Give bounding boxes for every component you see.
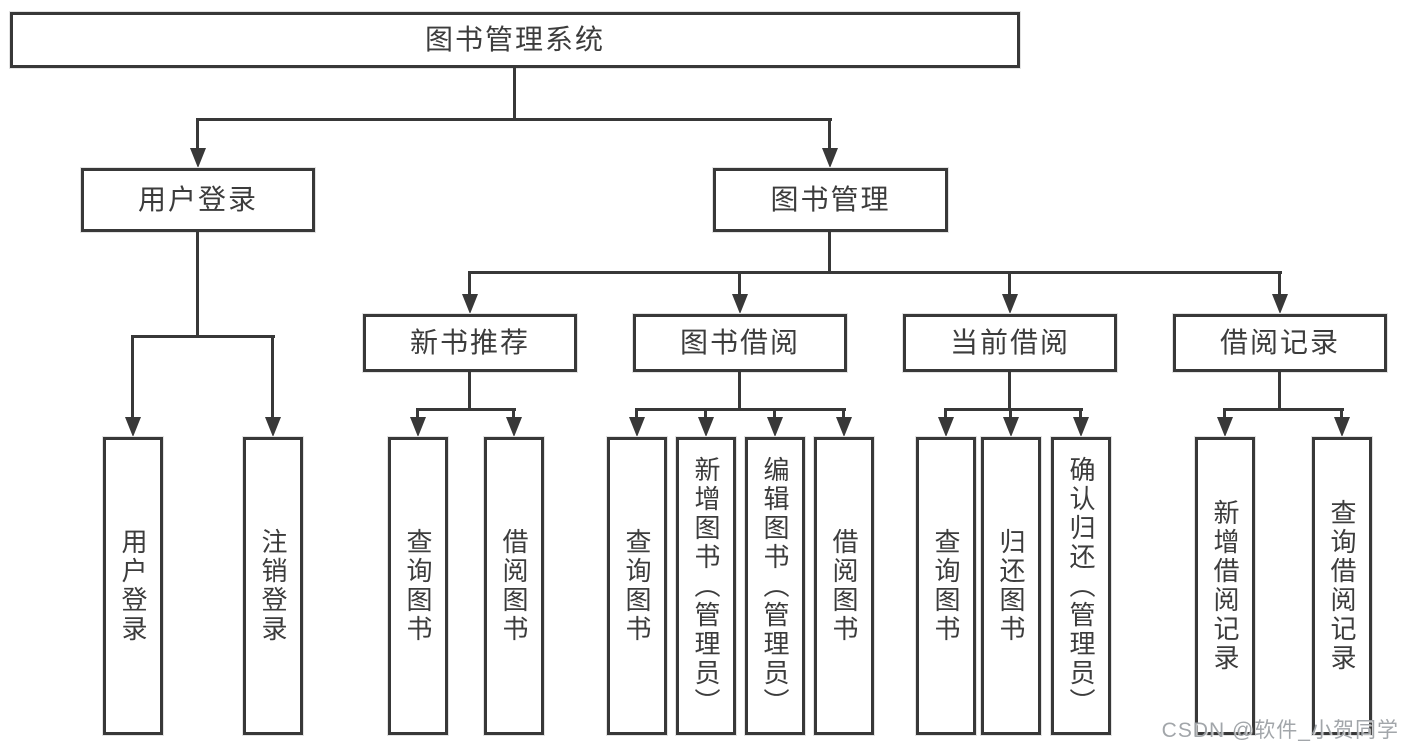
node-records-add-record: 新增借阅记录	[1195, 437, 1255, 735]
connector-line	[1008, 372, 1011, 411]
node-label: 用户登录	[118, 528, 148, 644]
arrowhead-icon	[1272, 294, 1288, 314]
arrowhead-icon	[1002, 294, 1018, 314]
node-login-logout: 注销登录	[243, 437, 303, 735]
connector-line	[131, 335, 275, 338]
connector-line	[1223, 408, 1226, 419]
node-label: 图书管理	[770, 184, 891, 215]
node-label: 查询借阅记录	[1327, 499, 1357, 673]
node-label: 当前借阅	[949, 327, 1070, 358]
node-library-management-system: 图书管理系统	[10, 12, 1020, 68]
node-recommend-query-books: 查询图书	[388, 437, 448, 735]
connector-line	[1278, 271, 1281, 297]
node-label: 图书借阅	[679, 327, 800, 358]
arrowhead-icon	[1073, 417, 1089, 437]
arrowhead-icon	[732, 294, 748, 314]
arrowhead-icon	[462, 294, 478, 314]
node-recommend-borrow-books: 借阅图书	[484, 437, 544, 735]
connector-line	[468, 271, 471, 297]
connector-line	[468, 372, 471, 411]
node-label: 查询图书	[931, 528, 961, 644]
node-book-borrow: 图书借阅	[633, 314, 847, 372]
connector-line	[944, 408, 947, 419]
node-current-borrow: 当前借阅	[903, 314, 1117, 372]
node-label: 查询图书	[622, 528, 652, 644]
arrowhead-icon	[410, 417, 426, 437]
node-user-login: 用户登录	[81, 168, 315, 232]
node-label: 借阅图书	[499, 528, 529, 644]
node-borrow-add-book-admin: 新增图书（管理员）	[676, 437, 736, 735]
node-label: 查询图书	[403, 528, 433, 644]
arrowhead-icon	[938, 417, 954, 437]
node-borrow-records: 借阅记录	[1173, 314, 1387, 372]
node-label: 用户登录	[137, 184, 258, 215]
node-records-query-record: 查询借阅记录	[1312, 437, 1372, 735]
node-label: 借阅记录	[1219, 327, 1340, 358]
connector-line	[416, 408, 516, 411]
connector-line	[944, 408, 1083, 411]
connector-line	[635, 408, 846, 411]
connector-line	[828, 232, 831, 274]
connector-line	[828, 118, 831, 150]
node-borrow-edit-book-admin: 编辑图书（管理员）	[745, 437, 805, 735]
node-label: 新增图书（管理员）	[691, 455, 721, 717]
connector-line	[196, 232, 199, 338]
arrowhead-icon	[629, 417, 645, 437]
connector-line	[842, 408, 845, 419]
connector-line	[1278, 372, 1281, 411]
connector-line	[513, 66, 516, 120]
connector-line	[1340, 408, 1343, 419]
arrowhead-icon	[1217, 417, 1233, 437]
arrowhead-icon	[836, 417, 852, 437]
node-label: 新增借阅记录	[1210, 499, 1240, 673]
arrowhead-icon	[1334, 417, 1350, 437]
node-new-book-recommend: 新书推荐	[363, 314, 577, 372]
node-label: 编辑图书（管理员）	[760, 455, 790, 717]
connector-line	[704, 408, 707, 419]
arrowhead-icon	[265, 417, 281, 437]
connector-line	[416, 408, 419, 419]
node-label: 归还图书	[996, 528, 1026, 644]
connector-line	[635, 408, 638, 419]
node-label: 注销登录	[258, 528, 288, 644]
arrowhead-icon	[767, 417, 783, 437]
csdn-watermark: CSDN @软件_小贺同学	[1161, 719, 1399, 742]
connector-line	[1223, 408, 1344, 411]
node-label: 确认归还（管理员）	[1066, 455, 1096, 717]
connector-line	[196, 118, 199, 150]
node-label: 新书推荐	[409, 327, 530, 358]
node-label: 图书管理系统	[424, 24, 605, 55]
node-label: 借阅图书	[829, 528, 859, 644]
arrowhead-icon	[506, 417, 522, 437]
arrowhead-icon	[1003, 417, 1019, 437]
node-borrow-query-books: 查询图书	[607, 437, 667, 735]
connector-line	[738, 372, 741, 411]
node-login-user-login: 用户登录	[103, 437, 163, 735]
connector-line	[738, 271, 741, 297]
arrowhead-icon	[822, 148, 838, 168]
connector-line	[196, 118, 832, 121]
connector-line	[1008, 271, 1011, 297]
node-borrow-borrow-books: 借阅图书	[814, 437, 874, 735]
arrowhead-icon	[190, 148, 206, 168]
arrowhead-icon	[125, 417, 141, 437]
connector-line	[1009, 408, 1012, 419]
node-current-confirm-return-admin: 确认归还（管理员）	[1051, 437, 1111, 735]
connector-line	[131, 335, 134, 419]
node-book-management: 图书管理	[713, 168, 948, 232]
connector-line	[773, 408, 776, 419]
connector-line	[1079, 408, 1082, 419]
node-current-return-books: 归还图书	[981, 437, 1041, 735]
connector-line	[512, 408, 515, 419]
node-current-query-books: 查询图书	[916, 437, 976, 735]
connector-line	[468, 271, 1282, 274]
arrowhead-icon	[698, 417, 714, 437]
connector-line	[271, 335, 274, 419]
